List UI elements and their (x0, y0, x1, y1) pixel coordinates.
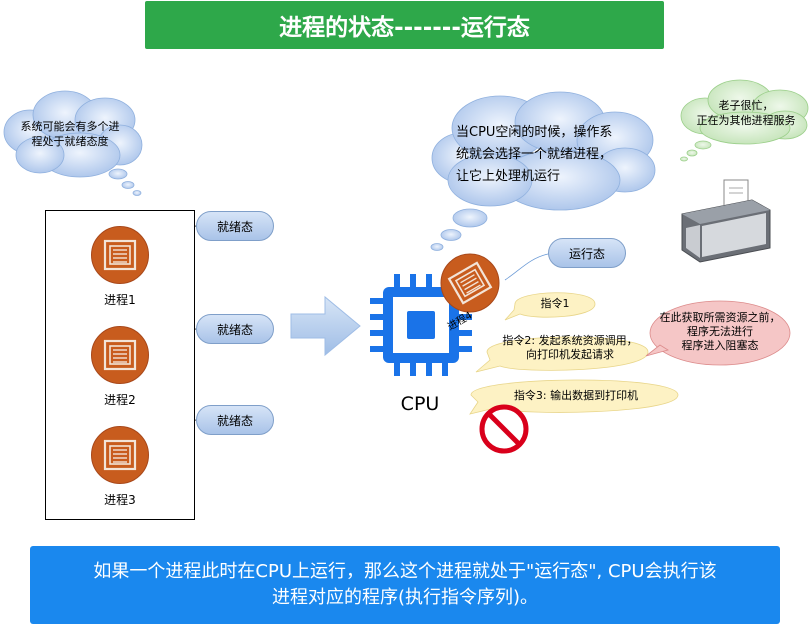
process-1-label: 进程1 (104, 293, 136, 307)
process-3-icon (91, 426, 149, 484)
running-state-pill: 运行态 (548, 238, 626, 268)
running-process-icon (440, 253, 500, 313)
no-entry-icon (479, 404, 529, 454)
instruction-1: 指令1 (540, 297, 570, 310)
center-cloud-text: 当CPU空闲的时候，操作系 统就会选择一个就绪进程， 让它上处理机运行 (456, 125, 613, 184)
document-icon (103, 439, 137, 471)
cpu-label: CPU (400, 393, 440, 415)
process-3-state-pill: 就绪态 (196, 405, 274, 435)
right-arrow-icon (290, 295, 361, 357)
process-2-label: 进程2 (104, 393, 136, 407)
page-title: 进程的状态-------运行态 (145, 1, 664, 49)
process-3-label: 进程3 (104, 493, 136, 507)
instruction-bubbles (469, 292, 679, 415)
blocked-bubble (645, 300, 791, 366)
printer-icon (681, 179, 771, 263)
instruction-3: 指令3: 输出数据到打印机 (513, 389, 639, 402)
right-cloud-text: 老子很忙， 正在为其他进程服务 (696, 99, 796, 127)
process-1-state-pill: 就绪态 (196, 211, 274, 241)
center-thought-cloud (430, 91, 656, 251)
process-2-icon (91, 326, 149, 384)
blocked-note: 在此获取所需资源之前， 程序无法进行 程序进入阻塞态 (659, 311, 781, 352)
left-thought-cloud (3, 90, 143, 196)
footer-explanation: 如果一个进程此时在CPU上运行，那么这个进程就处于"运行态", CPU会执行该 … (30, 546, 780, 624)
cpu-chip-icon (370, 274, 472, 376)
right-thought-cloud (680, 79, 809, 162)
instruction-2: 指令2: 发起系统资源调用， 向打印机发起请求 (502, 334, 638, 361)
document-icon (103, 339, 137, 371)
left-cloud-text: 系统可能会有多个进 程处于就绪态度 (20, 120, 120, 148)
process-2-state-pill: 就绪态 (196, 314, 274, 344)
document-icon (103, 239, 137, 271)
process-1-icon (91, 226, 149, 284)
